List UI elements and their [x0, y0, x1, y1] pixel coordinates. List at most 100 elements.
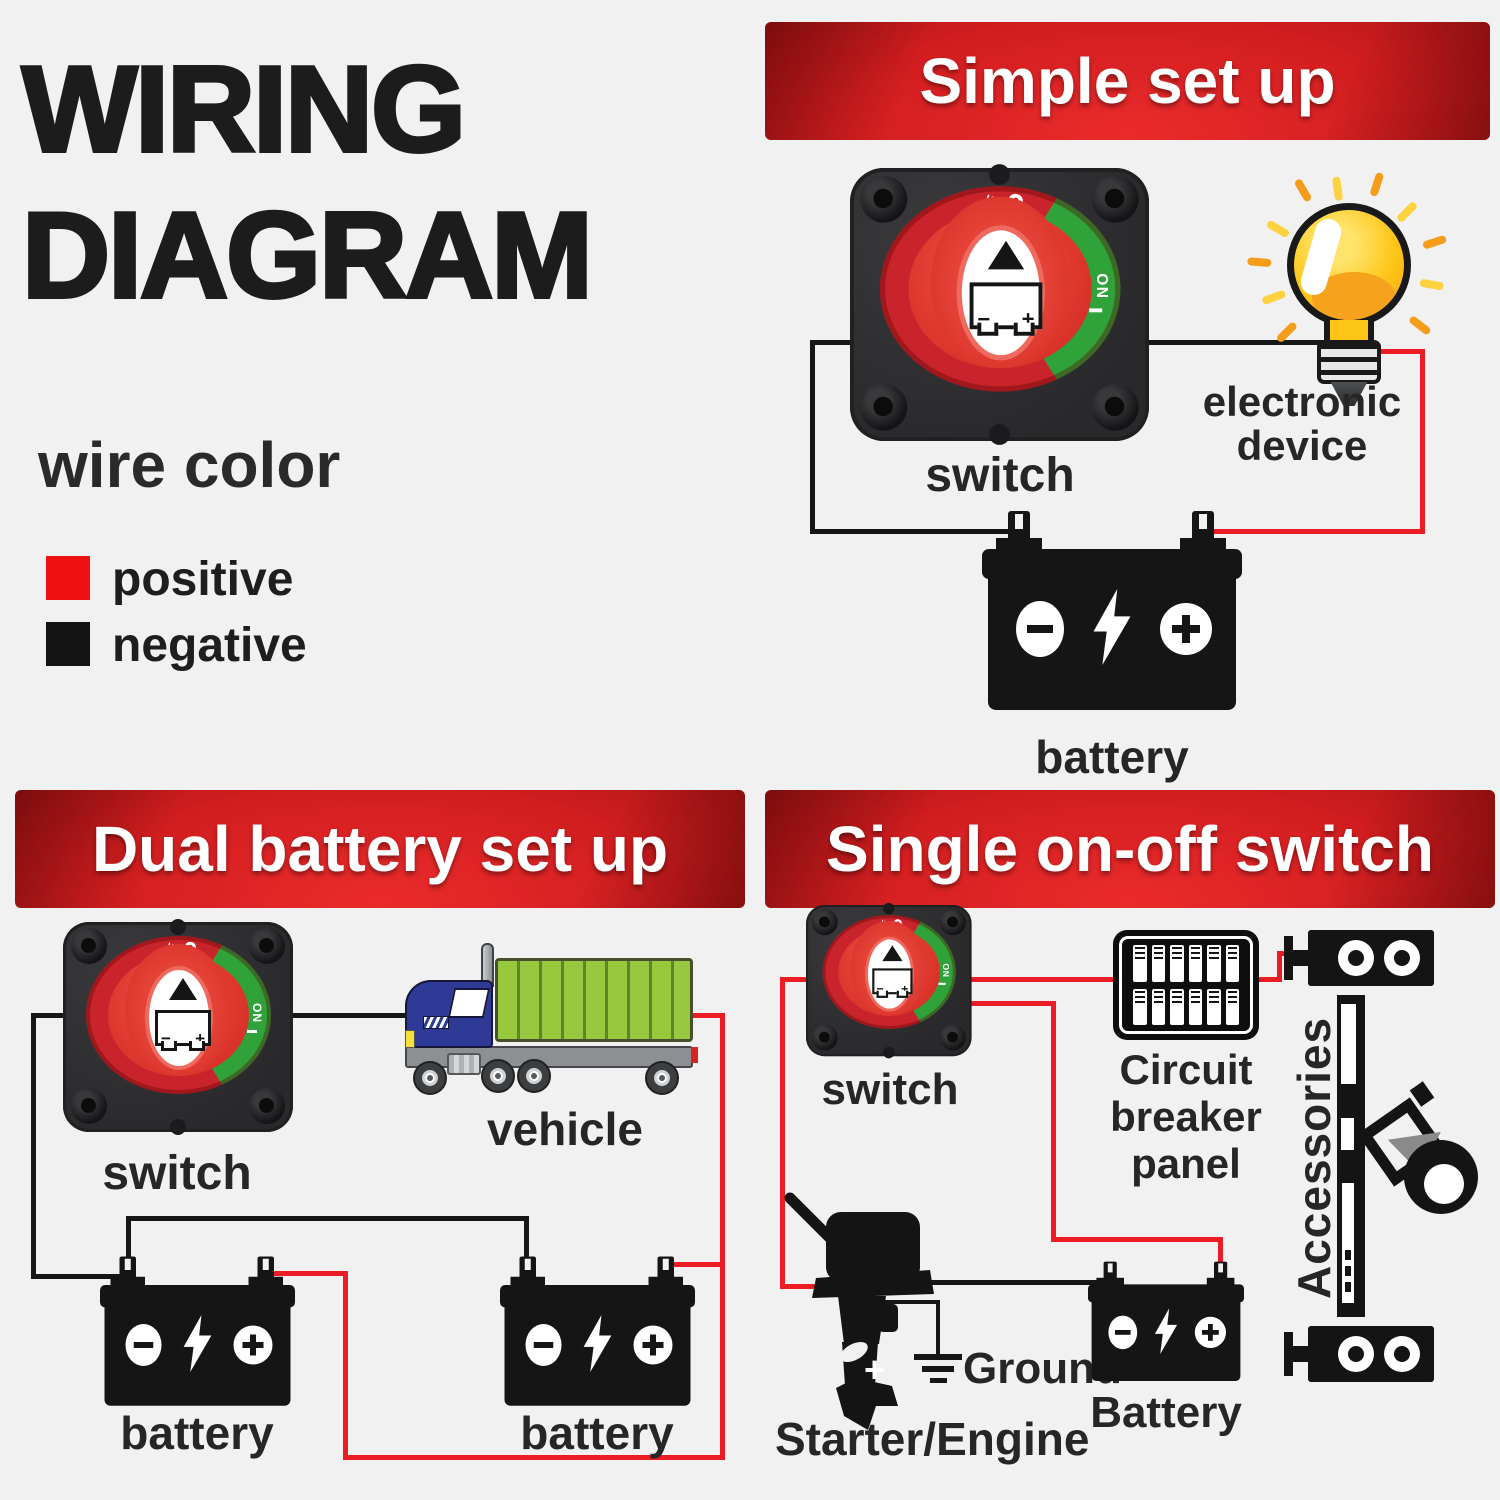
- plus-icon: [1160, 603, 1212, 655]
- screw-hole: [1091, 383, 1139, 431]
- battery-icon-simple: [982, 505, 1242, 710]
- screw-hole: [1091, 175, 1139, 223]
- plus-icon: [1194, 1316, 1226, 1348]
- negative-label: negative: [112, 619, 307, 672]
- wire-negative-switch-to-vehicle: [291, 1013, 409, 1018]
- screw-hole: [811, 1024, 838, 1051]
- breaker-switch: [1188, 988, 1202, 1025]
- speaker-cone: [1338, 940, 1374, 976]
- wire-positive-switch-left: [780, 977, 810, 982]
- battery-terminal-positive: [257, 1256, 274, 1281]
- on-label: ON: [1093, 273, 1112, 300]
- battery-body: [504, 1304, 691, 1406]
- breaker-switch: [1188, 945, 1202, 982]
- light-bar-tick: [1345, 1266, 1351, 1276]
- screw-hole: [249, 1088, 285, 1124]
- battery-glyph-foot: [1013, 322, 1035, 336]
- plate-notch: [170, 919, 186, 935]
- wire-negative-to-battery: [810, 529, 1024, 534]
- battery-lid: [1088, 1284, 1244, 1303]
- wire-positive-switch-to-panel: [970, 977, 1116, 982]
- battery-terminal-positive: [1214, 1261, 1228, 1281]
- battery-glyph-foot: [189, 1041, 205, 1051]
- breaker-grid: [1133, 945, 1239, 1025]
- wire-positive-to-battery: [1051, 1237, 1223, 1242]
- battery-icon-single: [1088, 1258, 1244, 1381]
- light-bar-segment: [1341, 1118, 1354, 1150]
- wire-positive-battery-drop: [1218, 1237, 1223, 1275]
- on-tick: [1089, 308, 1103, 313]
- truck-taillight: [691, 1047, 698, 1063]
- minus-icon: [1108, 1315, 1138, 1350]
- battery-terminal-negative: [519, 1256, 536, 1281]
- terminal-base: [648, 1276, 683, 1286]
- speaker-body: [1308, 930, 1434, 986]
- lightning-bolt-icon: [583, 1315, 612, 1372]
- switch-label-dual: switch: [102, 1147, 252, 1200]
- pointer-triangle-icon: [882, 945, 903, 962]
- banner-dual-battery-text: Dual battery set up: [91, 813, 669, 885]
- battery-body: [1091, 1300, 1241, 1381]
- wire-negative-battery2-down: [524, 1216, 529, 1278]
- wire-negative-to-battery1: [31, 1274, 131, 1279]
- light-bar-tick: [1345, 1250, 1351, 1260]
- plus-icon: [233, 1325, 273, 1365]
- battery-terminal-negative: [1008, 511, 1030, 543]
- banner-single-switch-text: Single on-off switch: [826, 813, 1434, 885]
- light-bar-tick: [1357, 1044, 1363, 1055]
- title-line-2: DIAGRAM: [20, 185, 595, 325]
- lightning-bolt-icon: [183, 1315, 212, 1372]
- accessories-label: Accessories: [1288, 1016, 1340, 1300]
- switch-knob: − +: [865, 936, 914, 1012]
- bulb-ray: [1293, 177, 1313, 203]
- starter-engine-label: Starter/Engine: [775, 1413, 1090, 1465]
- breaker-label-line1: Circuit: [1119, 1046, 1253, 1093]
- wire-positive-bulb-right: [1377, 349, 1425, 354]
- battery-body: [988, 575, 1236, 710]
- speaker-connector: [1291, 950, 1309, 966]
- battery-glyph-minus: −: [161, 1029, 171, 1048]
- bulb-ray: [1395, 200, 1419, 224]
- screw-hole: [71, 1088, 107, 1124]
- battery-glyph-plus: +: [195, 1029, 205, 1048]
- ground-symbol-line-2: [922, 1366, 954, 1372]
- banner-simple-setup: Simple set up: [765, 22, 1490, 140]
- battery-glyph-foot: [876, 990, 889, 998]
- wire-positive-battery1-down: [343, 1271, 348, 1460]
- electronic-device-line1: electronic: [1202, 378, 1402, 425]
- wire-positive-riser: [720, 1013, 725, 1460]
- bulb-ray: [1265, 219, 1291, 239]
- battery-label-single: Battery: [1090, 1388, 1242, 1437]
- plate-notch: [170, 1119, 186, 1135]
- wire-negative-switch-left: [31, 1013, 67, 1018]
- screw-hole: [71, 928, 107, 964]
- battery-terminal-negative: [119, 1256, 136, 1281]
- breaker-switch: [1207, 945, 1221, 982]
- speaker-connector: [1284, 936, 1293, 980]
- battery-lid: [100, 1285, 295, 1308]
- wire-positive-to-battery: [1199, 529, 1425, 534]
- speaker-body: [1308, 1326, 1434, 1382]
- pointer-triangle-icon: [169, 978, 197, 1000]
- wire-positive-panel-right: [1257, 977, 1281, 982]
- wire-positive-battery2: [664, 1262, 724, 1267]
- battery-terminal-negative: [1103, 1261, 1117, 1281]
- positive-label: positive: [112, 553, 294, 606]
- wire-positive-to-engine: [780, 1284, 844, 1289]
- switch-label-single: switch: [821, 1065, 959, 1114]
- circuit-breaker-panel-icon: [1113, 930, 1259, 1040]
- wire-negative-engine-to-battery: [920, 1280, 1118, 1285]
- wire-positive-panel-up: [1277, 951, 1282, 982]
- battery-icon-dual-right: [500, 1252, 695, 1406]
- terminal-base: [1180, 538, 1226, 550]
- starter-engine-icon: +: [784, 1192, 934, 1430]
- speaker-cone: [1384, 940, 1420, 976]
- truck-wheel: [517, 1059, 551, 1093]
- accessory-speaker-icon-top: [1284, 930, 1434, 986]
- battery-switch-single: 0 OFF ON − +: [806, 902, 972, 1059]
- spotlight-icon: [1357, 1081, 1478, 1237]
- wire-negative-switch-to-bulb: [1146, 340, 1324, 345]
- light-bulb-icon: [1247, 170, 1448, 410]
- speaker-cone: [1338, 1336, 1374, 1372]
- on-tick: [247, 1030, 257, 1033]
